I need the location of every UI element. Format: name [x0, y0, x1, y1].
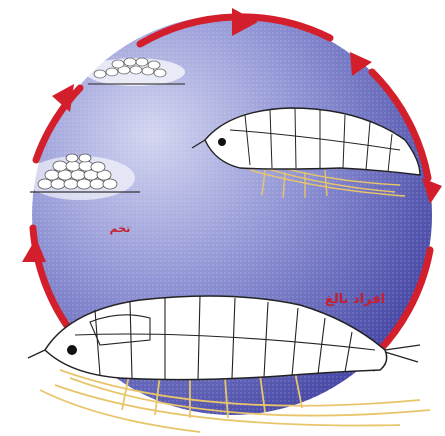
- egg-cluster-small: [85, 58, 185, 86]
- adult-stage-label: افراد بالغ: [325, 292, 385, 307]
- egg-stage-label: تخم: [110, 222, 131, 235]
